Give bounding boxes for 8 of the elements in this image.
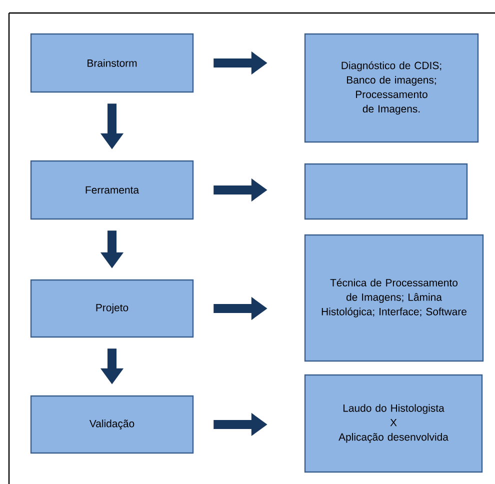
process-box: Técnica de Processamento de Imagens; Lâmina Histológica; Interface; Software bbox=[304, 234, 484, 362]
process-box bbox=[304, 163, 468, 220]
process-box: Validação bbox=[30, 395, 194, 454]
process-box: Projeto bbox=[30, 279, 194, 338]
process-box: Diagnóstico de CDIS; Banco de imagens; Processamento de Imagens. bbox=[304, 33, 479, 143]
process-box: Brainstorm bbox=[30, 33, 194, 93]
process-box: Ferramenta bbox=[30, 160, 194, 220]
process-box: Laudo do Histologista X Aplicação desenvolvida bbox=[304, 374, 483, 473]
